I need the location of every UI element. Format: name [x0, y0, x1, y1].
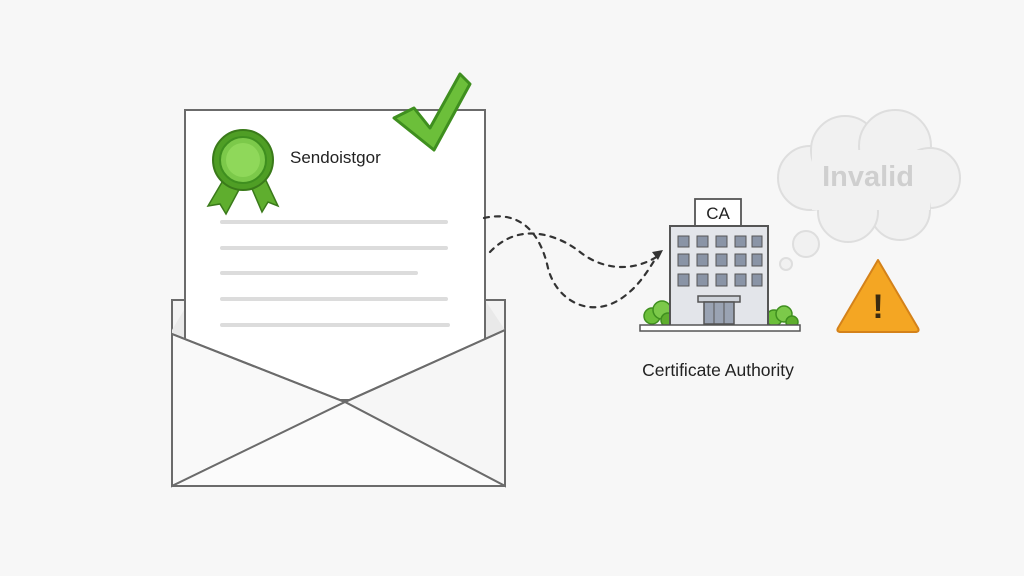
building-base	[639, 324, 801, 332]
arrowhead	[652, 250, 663, 260]
ca-sign-label: CA	[706, 204, 730, 223]
letter: Sendoistgor	[184, 72, 486, 401]
letter-text-lines	[220, 220, 450, 327]
cloud-icon: Invalid	[777, 109, 961, 271]
building-windows	[677, 235, 763, 287]
bush-icon	[643, 300, 676, 328]
envelope-v-edge	[171, 329, 506, 404]
building-icon: CA Certificate Authority	[639, 198, 801, 380]
seal-ribbon-icon	[206, 129, 280, 216]
letter-sender-label: Sendoistgor	[290, 148, 381, 167]
dashed-arrow	[482, 215, 663, 309]
envelope-bottom-flap	[171, 400, 506, 487]
envelope-front	[171, 328, 506, 488]
warning-symbol: !	[872, 288, 883, 326]
cloud-invalid-text: Invalid	[822, 161, 914, 193]
building-entrance-canopy	[697, 295, 741, 303]
ca-sign-box	[694, 198, 742, 227]
warning-triangle-icon: !	[836, 259, 920, 333]
ca-caption: Certificate Authority	[642, 360, 794, 380]
thought-bubble	[792, 230, 820, 258]
thought-bubble	[779, 257, 793, 271]
checkmark-icon	[392, 72, 472, 152]
building-door	[703, 301, 735, 325]
